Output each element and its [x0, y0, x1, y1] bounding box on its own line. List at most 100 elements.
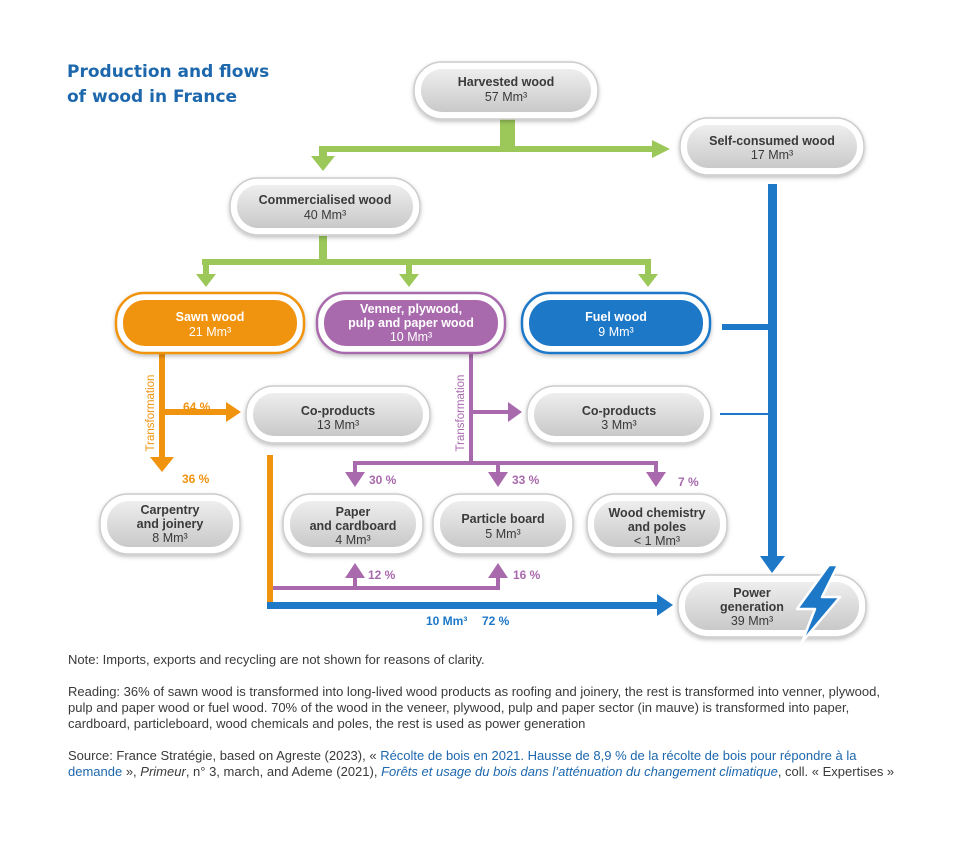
node-power-value: 39 Mm³ — [731, 614, 773, 628]
node-sawn-value: 21 Mm³ — [189, 325, 231, 339]
flow-coproducts-right-to-power — [720, 413, 772, 415]
label-pct-36: 36 % — [182, 472, 210, 486]
wood-flow-diagram: Harvested wood 57 Mm³ Self-consumed wood… — [99, 61, 867, 644]
flow-venner-split-bar — [353, 461, 658, 465]
label-pct-16: 16 % — [513, 568, 541, 582]
flow-to-coproducts-left — [162, 409, 228, 415]
node-venner-label-line1: Venner, plywood, — [360, 302, 462, 316]
flow-return-to-paper-stem — [353, 575, 357, 588]
label-pct-30: 30 % — [369, 473, 397, 487]
flow-to-paper-stem — [353, 461, 357, 473]
node-venner-label-line2: pulp and paper wood — [348, 316, 474, 330]
flow-to-fuel-stem — [645, 262, 651, 276]
node-paper-label-line1: Paper — [336, 505, 371, 519]
label-pct-64: 64 % — [183, 400, 211, 414]
node-wood-chemistry: Wood chemistry and poles < 1 Mm³ — [586, 493, 728, 555]
arrow-to-coproducts-right — [508, 402, 522, 422]
arrow-to-power-bottom — [657, 594, 673, 616]
label-power-pct: 72 % — [482, 614, 510, 628]
source-ademe-link[interactable]: Forêts et usage du bois dans l’atténuati… — [381, 764, 778, 779]
flow-to-particle-stem — [496, 461, 500, 473]
node-harvested-wood: Harvested wood 57 Mm³ — [413, 61, 599, 120]
node-coproducts-left-value: 13 Mm³ — [317, 418, 359, 432]
flow-self-consumed-down — [768, 184, 777, 558]
arrow-to-particle — [488, 472, 508, 487]
arrow-to-venner — [399, 274, 419, 287]
flow-to-commercialised-stem — [319, 146, 327, 158]
label-transformation-right: Transformation — [455, 375, 467, 452]
node-paper-value: 4 Mm³ — [335, 533, 370, 547]
node-self-consumed-value: 17 Mm³ — [751, 148, 793, 162]
node-coproducts-right-value: 3 Mm³ — [601, 418, 636, 432]
flow-venner-down — [469, 353, 473, 463]
node-power-label-line1: Power — [733, 586, 771, 600]
node-self-consumed-wood: Self-consumed wood 17 Mm³ — [679, 117, 865, 176]
node-carpentry-label-line1: Carpentry — [140, 503, 199, 517]
flow-return-to-particle-stem — [496, 575, 500, 588]
arrow-to-sawn — [196, 274, 216, 287]
node-particle-value: 5 Mm³ — [485, 527, 520, 541]
node-carpentry-value: 8 Mm³ — [152, 531, 187, 545]
green-flows — [196, 118, 670, 287]
arrow-to-commercialised — [311, 156, 335, 171]
node-commercialised-label: Commercialised wood — [259, 193, 392, 207]
arrow-to-power-right — [760, 556, 785, 573]
flow-harvested-split-bar — [319, 146, 654, 152]
node-venner-value: 10 Mm³ — [390, 330, 432, 344]
notes-section: Note: Imports, exports and recycling are… — [68, 652, 908, 796]
source-suffix: , coll. « Expertises » — [777, 764, 895, 779]
node-chemistry-value: < 1 Mm³ — [634, 534, 680, 548]
flow-to-power-bottom — [267, 602, 659, 609]
flow-to-coproducts-right — [469, 410, 510, 414]
flow-coproducts-return-bar — [273, 586, 500, 590]
node-paper-cardboard: Paper and cardboard 4 Mm³ — [282, 493, 424, 555]
flow-coproducts-left-down — [267, 455, 273, 607]
node-sawn-wood: Sawn wood 21 Mm³ — [114, 291, 306, 355]
node-coproducts-left-label: Co-products — [301, 404, 375, 418]
diagram-title-line1: Production and flows — [67, 62, 270, 82]
arrow-return-to-paper — [345, 563, 365, 578]
arrow-to-chemistry — [646, 472, 666, 487]
node-paper-label-line2: and cardboard — [310, 519, 397, 533]
node-power-generation: Power generation 39 Mm³ — [677, 563, 867, 644]
node-carpentry-joinery: Carpentry and joinery 8 Mm³ — [99, 493, 241, 555]
node-harvested-label: Harvested wood — [458, 75, 555, 89]
source-text: Source: France Stratégie, based on Agres… — [68, 748, 908, 780]
node-fuel-wood: Fuel wood 9 Mm³ — [520, 291, 712, 355]
source-prefix: Source: France Stratégie, based on Agres… — [68, 748, 381, 763]
arrow-to-paper — [345, 472, 365, 487]
node-chemistry-label-line2: and poles — [628, 520, 686, 534]
source-mid1: », — [122, 764, 141, 779]
label-pct-12: 12 % — [368, 568, 396, 582]
node-carpentry-label-line2: and joinery — [137, 517, 204, 531]
label-power-volume: 10 Mm³ — [426, 614, 467, 628]
flow-to-sawn-stem — [203, 262, 209, 276]
arrow-to-carpentry — [150, 457, 174, 472]
flow-commercialised-down — [319, 236, 327, 262]
node-sawn-label: Sawn wood — [176, 310, 245, 324]
node-fuel-value: 9 Mm³ — [598, 325, 633, 339]
node-self-consumed-label: Self-consumed wood — [709, 134, 835, 148]
node-power-label-line2: generation — [720, 600, 784, 614]
note-text: Note: Imports, exports and recycling are… — [68, 652, 485, 667]
reading-text: Reading: 36% of sawn wood is transformed… — [68, 684, 880, 731]
diagram-title-line2: of wood in France — [67, 87, 238, 107]
diagram-title: Production and flows of wood in France — [67, 60, 269, 110]
label-pct-33: 33 % — [512, 473, 540, 487]
label-transformation-left: Transformation — [145, 375, 157, 452]
flow-harvested-down — [500, 118, 515, 152]
arrow-to-coproducts-left — [226, 402, 241, 422]
node-commercialised-wood: Commercialised wood 40 Mm³ — [229, 177, 421, 236]
flow-sawn-down — [159, 353, 165, 459]
orange-flows — [150, 353, 273, 607]
source-agreste-link[interactable]: Récolte de bois en 2021. Hausse de 8,9 %… — [68, 748, 857, 779]
source-mid2: , n° 3, march, and Ademe (2021), — [185, 764, 382, 779]
flow-commercialised-split-bar — [202, 259, 651, 265]
node-harvested-value: 57 Mm³ — [485, 90, 527, 104]
node-coproducts-right-label: Co-products — [582, 404, 656, 418]
arrow-to-self-consumed — [652, 140, 670, 158]
node-coproducts-left: Co-products 13 Mm³ — [245, 385, 431, 444]
flow-to-venner-stem — [406, 262, 412, 276]
source-primeur: Primeur — [140, 764, 186, 779]
flow-fuel-to-power — [722, 324, 772, 330]
